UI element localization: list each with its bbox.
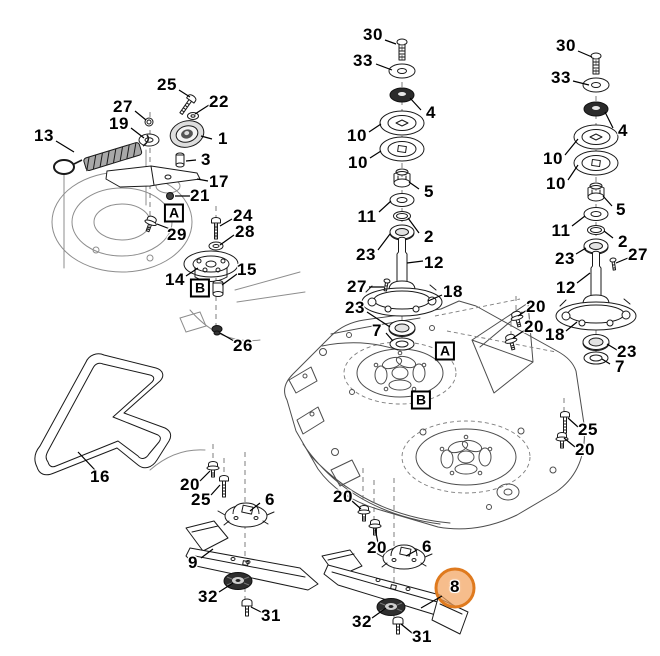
callout-2: 2 xyxy=(618,232,628,251)
callout-31: 31 xyxy=(412,627,432,646)
mower-deck xyxy=(149,298,585,530)
callout-32: 32 xyxy=(198,587,218,606)
callout-32: 32 xyxy=(352,612,372,631)
callout-2: 2 xyxy=(424,227,434,246)
callout-23: 23 xyxy=(345,298,365,317)
callout-18: 18 xyxy=(443,282,463,301)
blade-left xyxy=(185,502,319,617)
callout-20: 20 xyxy=(333,487,353,506)
idler-group xyxy=(53,92,239,336)
callout-14: 14 xyxy=(165,270,185,289)
blade-right xyxy=(321,544,469,635)
callout-9: 9 xyxy=(188,553,198,572)
callout-31: 31 xyxy=(261,606,281,625)
callout-8-highlighted: 8 xyxy=(450,577,460,596)
callout-11: 11 xyxy=(551,221,571,240)
callout-20: 20 xyxy=(367,538,387,557)
callout-10: 10 xyxy=(546,174,566,193)
callout-4: 4 xyxy=(426,103,436,122)
callout-11: 11 xyxy=(357,207,377,226)
spring xyxy=(83,142,143,172)
callout-24: 24 xyxy=(233,206,253,225)
callout-30: 30 xyxy=(363,25,383,44)
callout-4: 4 xyxy=(618,121,628,140)
callout-33: 33 xyxy=(353,51,373,70)
callout-22: 22 xyxy=(209,92,229,111)
callout-27: 27 xyxy=(113,97,133,116)
callout-18: 18 xyxy=(545,325,565,344)
callout-29: 29 xyxy=(167,225,187,244)
callout-6: 6 xyxy=(422,537,432,556)
callout-7: 7 xyxy=(372,321,382,340)
callout-10: 10 xyxy=(348,153,368,172)
callout-23: 23 xyxy=(356,245,376,264)
callout-19: 19 xyxy=(109,114,129,133)
callout-25: 25 xyxy=(157,75,177,94)
callout-3: 3 xyxy=(201,150,211,169)
boxed-label-A: A xyxy=(434,341,456,361)
callout-20: 20 xyxy=(575,440,595,459)
callout-26: 26 xyxy=(233,336,253,355)
callout-16: 16 xyxy=(90,467,110,486)
callout-28: 28 xyxy=(235,222,255,241)
boxed-label-B: B xyxy=(410,390,432,410)
callout-23: 23 xyxy=(617,342,637,361)
callout-33: 33 xyxy=(551,68,571,87)
boxed-label-A: A xyxy=(163,203,185,223)
v-belt xyxy=(34,353,172,476)
callout-21: 21 xyxy=(190,186,210,205)
callout-20: 20 xyxy=(180,475,200,494)
callout-17: 17 xyxy=(209,172,229,191)
callout-13: 13 xyxy=(34,126,54,145)
callout-20: 20 xyxy=(526,297,546,316)
callout-7: 7 xyxy=(615,357,625,376)
callout-15: 15 xyxy=(237,260,257,279)
callout-6: 6 xyxy=(265,490,275,509)
highlight-circle xyxy=(434,567,476,609)
callout-27: 27 xyxy=(347,277,367,296)
callout-5: 5 xyxy=(616,200,626,219)
callout-25: 25 xyxy=(191,490,211,509)
callout-10: 10 xyxy=(543,149,563,168)
callout-1: 1 xyxy=(218,129,228,148)
callout-20: 20 xyxy=(524,317,544,336)
callout-12: 12 xyxy=(556,278,576,297)
callout-23: 23 xyxy=(555,249,575,268)
boxed-label-B: B xyxy=(189,278,211,298)
callout-5: 5 xyxy=(424,182,434,201)
callout-25: 25 xyxy=(578,420,598,439)
callout-10: 10 xyxy=(347,126,367,145)
callout-12: 12 xyxy=(424,253,444,272)
leader-lines xyxy=(55,39,629,634)
callout-30: 30 xyxy=(556,36,576,55)
callout-27: 27 xyxy=(628,245,648,264)
